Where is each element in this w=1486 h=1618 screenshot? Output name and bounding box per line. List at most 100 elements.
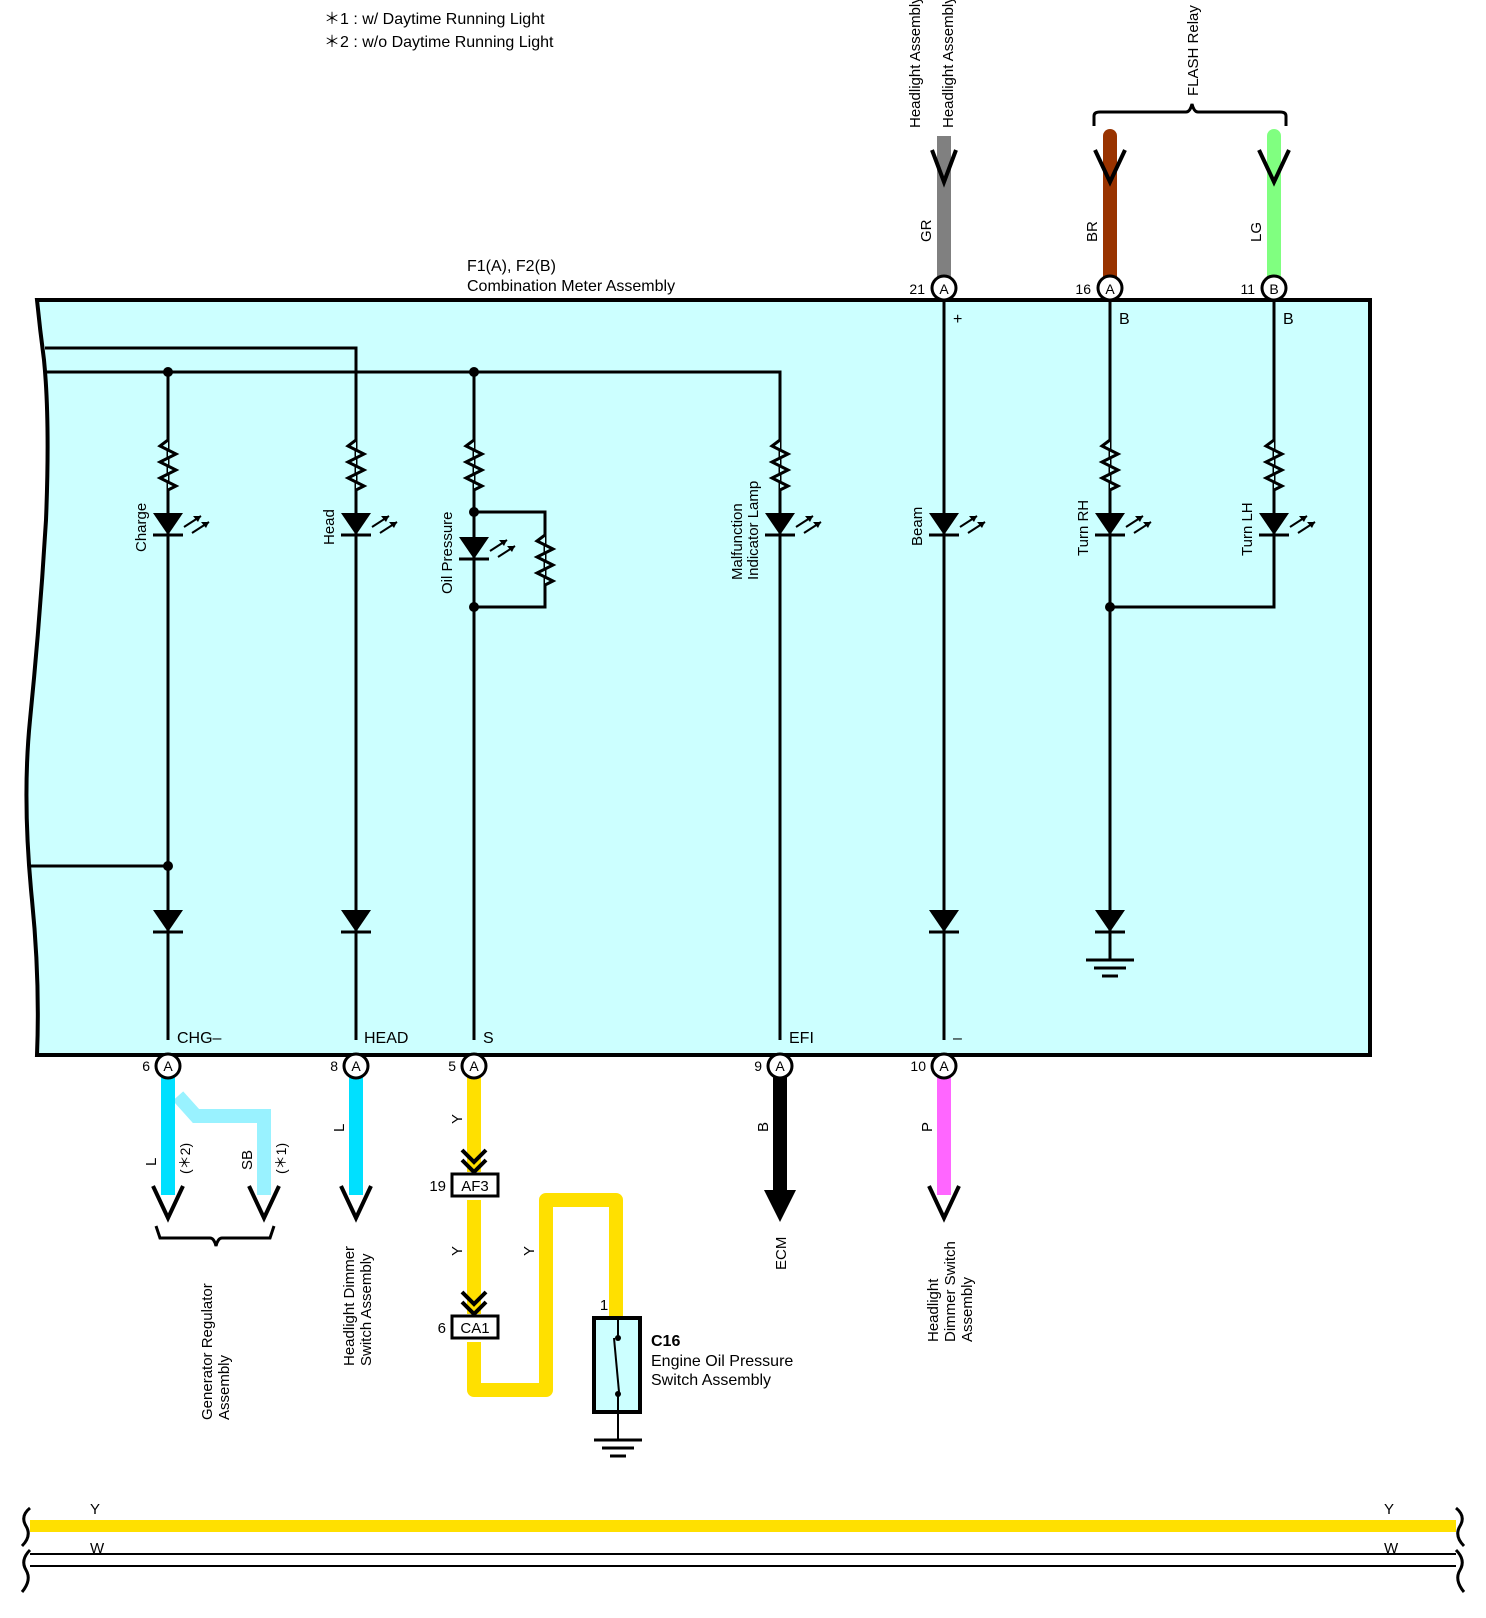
- note-2: ＊2 : w/o Daytime Running Light: [324, 34, 554, 51]
- ca1-label: CA1: [460, 1320, 489, 1337]
- dest-hds-line2: Switch Assembly: [358, 1253, 375, 1366]
- wire-br: [1093, 129, 1127, 292]
- svg-text:B: B: [1269, 281, 1278, 297]
- meter-title-name: Combination Meter Assembly: [467, 278, 675, 295]
- flash-relay-brace: [1092, 103, 1288, 126]
- bottom-connector-5: A 5: [448, 1052, 488, 1080]
- dest-headlight-rh: Headlight Assembly RH: [940, 0, 957, 128]
- top-connector-16: A 16: [1075, 274, 1124, 302]
- bottom-connector-10: A 10: [910, 1052, 958, 1080]
- pin-number-5: 5: [448, 1058, 456, 1074]
- wire-note-chg-l: (＊2): [177, 1143, 193, 1174]
- pin-number-6: 6: [142, 1058, 150, 1074]
- top-connector-11: B 11: [1240, 274, 1288, 302]
- pin-number-8: 8: [330, 1058, 338, 1074]
- meter-title-code: F1(A), F2(B): [467, 258, 556, 275]
- label-mil-line2: Indicator Lamp: [745, 481, 762, 580]
- legend-y-right: Y: [1384, 1501, 1394, 1518]
- wire-chg-l: [151, 1070, 185, 1223]
- junction-dots: [163, 367, 1115, 871]
- svg-text:A: A: [939, 1058, 949, 1074]
- legend-y-left: Y: [90, 1501, 100, 1518]
- terminal-label-b-rh: B: [1119, 311, 1130, 328]
- dest-hds2-line1: Headlight: [925, 1278, 942, 1342]
- combination-meter-body: [24, 298, 1372, 1057]
- dest-ecm: ECM: [773, 1237, 790, 1270]
- wire-label-s-y1: Y: [449, 1114, 466, 1124]
- af3-label: AF3: [461, 1178, 489, 1195]
- wire-label-chg-sb: SB: [239, 1150, 256, 1170]
- wire-gr: [930, 136, 958, 285]
- pin-number-10: 10: [910, 1058, 926, 1074]
- dest-hds2-line3: Assembly: [959, 1276, 976, 1342]
- terminal-label-s: S: [483, 1030, 494, 1047]
- top-connector-21: A 21: [909, 274, 958, 302]
- pin-number-11: 11: [1240, 281, 1255, 297]
- label-beam: Beam: [909, 507, 926, 546]
- oil-switch-code: C16: [651, 1333, 680, 1350]
- wire-note-chg-sb: (＊1): [273, 1143, 289, 1174]
- wire-label-head-l: L: [331, 1124, 348, 1132]
- oil-switch-ground-icon: [592, 1438, 644, 1458]
- bottom-connector-8: A 8: [330, 1052, 370, 1080]
- label-mil-line1: Malfunction: [729, 503, 746, 580]
- wire-efi-b: [764, 1070, 796, 1222]
- legend-w-right: W: [1384, 1540, 1399, 1557]
- dest-hds2-line2: Dimmer Switch: [942, 1241, 959, 1342]
- wire-lg: [1257, 129, 1291, 292]
- wire-s-y: [467, 1070, 623, 1397]
- wire-label-chg-l: L: [143, 1158, 160, 1166]
- terminal-label-b-lh: B: [1283, 311, 1294, 328]
- oil-switch-pin: 1: [600, 1297, 608, 1314]
- label-charge: Charge: [133, 503, 150, 552]
- svg-text:A: A: [775, 1058, 785, 1074]
- junction-ca1: CA1 6: [438, 1290, 500, 1340]
- wire-label-s-y3: Y: [521, 1246, 538, 1256]
- wire-beam-p: [927, 1070, 961, 1223]
- pin-number-9: 9: [754, 1058, 762, 1074]
- generator-brace: [154, 1225, 276, 1247]
- note-1: ＊1 : w/ Daytime Running Light: [324, 11, 545, 28]
- dest-headlight-lh: Headlight Assembly LH: [907, 0, 924, 128]
- bottom-connector-9: A 9: [754, 1052, 794, 1080]
- wire-chg-sb: [172, 1091, 281, 1223]
- terminal-label-chg: CHG–: [177, 1030, 222, 1047]
- wire-label-beam-p: P: [919, 1122, 936, 1132]
- svg-text:A: A: [1105, 281, 1115, 297]
- terminal-label-plus: +: [953, 311, 962, 328]
- dest-hds-line1: Headlight Dimmer: [341, 1246, 358, 1366]
- pin-number-21: 21: [909, 281, 925, 297]
- wire-label-efi-b: B: [755, 1122, 772, 1132]
- oil-pressure-switch: [592, 1316, 642, 1440]
- junction-af3: AF3 19: [429, 1148, 500, 1198]
- wire-head-l: [339, 1070, 373, 1223]
- af3-pin: 19: [429, 1178, 446, 1195]
- wire-label-gr: GR: [918, 219, 935, 242]
- wire-label-s-y2: Y: [449, 1246, 466, 1256]
- dest-generator-line1: Generator Regulator: [199, 1283, 216, 1420]
- wire-label-br: BR: [1084, 221, 1101, 242]
- resistors: [156, 438, 1286, 587]
- label-turn-rh: Turn RH: [1075, 500, 1092, 556]
- legend-wire-y: [20, 1506, 1466, 1548]
- oil-switch-name-line2: Switch Assembly: [651, 1372, 771, 1389]
- svg-text:A: A: [469, 1058, 479, 1074]
- dest-generator-line2: Assembly: [216, 1354, 233, 1420]
- svg-text:A: A: [939, 281, 949, 297]
- label-head: Head: [321, 509, 338, 545]
- oil-switch-name-line1: Engine Oil Pressure: [651, 1353, 793, 1370]
- terminal-label-efi: EFI: [789, 1030, 814, 1047]
- label-oil-pressure: Oil Pressure: [439, 511, 456, 594]
- wire-label-lg: LG: [1248, 222, 1265, 242]
- bottom-connector-6: A 6: [142, 1052, 182, 1080]
- dest-flash-relay: FLASH Relay: [1185, 5, 1202, 96]
- legend-wire-w: [20, 1548, 1466, 1593]
- terminal-label-head: HEAD: [364, 1030, 408, 1047]
- legend-w-left: W: [90, 1540, 105, 1557]
- svg-text:A: A: [351, 1058, 361, 1074]
- label-turn-lh: Turn LH: [1239, 502, 1256, 556]
- svg-text:A: A: [163, 1058, 173, 1074]
- pin-number-16: 16: [1075, 281, 1091, 297]
